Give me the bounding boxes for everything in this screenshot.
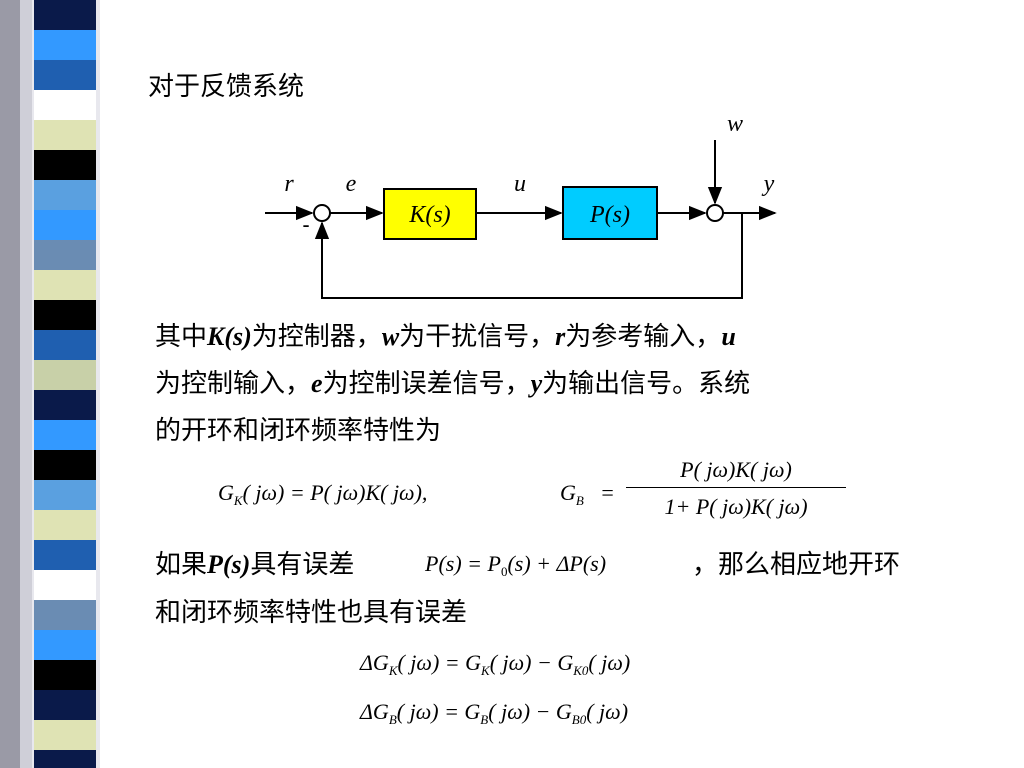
stripe-block bbox=[34, 600, 96, 634]
stripe-block bbox=[34, 660, 96, 694]
var-ks: K(s) bbox=[207, 322, 252, 351]
stripe-block bbox=[34, 60, 96, 94]
text: 具有误差 bbox=[250, 550, 355, 580]
stripe-block bbox=[34, 750, 96, 768]
stripe-block bbox=[34, 330, 96, 364]
stripe-block bbox=[34, 690, 96, 724]
text: 为控制误差信号， bbox=[322, 369, 531, 399]
stripe-block bbox=[34, 240, 96, 274]
text: ( jω) − G bbox=[489, 650, 574, 675]
stripe-block bbox=[34, 300, 96, 334]
var-r: r bbox=[555, 322, 566, 351]
text: 为参考输入， bbox=[565, 322, 722, 352]
block-label-p: P(s) bbox=[589, 202, 630, 228]
error-rhs: (s) + ΔP(s) bbox=[507, 551, 607, 576]
signal-label-r: r bbox=[284, 171, 294, 197]
gk-subscript: K bbox=[233, 493, 243, 508]
error-model-formula: P(s) = P0(s) + ΔP(s) bbox=[425, 551, 606, 580]
text: ( jω) = G bbox=[397, 650, 482, 675]
para1-line2: 为控制输入，e为控制误差信号，y为输出信号。系统 bbox=[155, 369, 750, 399]
stripe-block bbox=[34, 390, 96, 424]
summing-junction-1 bbox=[313, 204, 331, 222]
stripe-block bbox=[34, 180, 96, 214]
var-ps: P(s) bbox=[207, 550, 251, 579]
text: 为控制器， bbox=[251, 322, 382, 352]
stripe-block bbox=[34, 570, 96, 604]
stripe-block bbox=[34, 90, 96, 124]
formula-delta-gb: ΔGB( jω) = GB( jω) − GB0( jω) bbox=[360, 699, 628, 728]
text: 其中 bbox=[155, 322, 208, 352]
para2-line1-tail: ，那么相应地开环 bbox=[692, 550, 901, 580]
summing-junction-2 bbox=[706, 204, 724, 222]
formula-closed-loop-lhs: GB = bbox=[560, 480, 614, 509]
stripe-block bbox=[34, 210, 96, 244]
stripe-block bbox=[34, 30, 96, 64]
text: 为输出信号。系统 bbox=[542, 369, 751, 399]
gb-subscript: B bbox=[575, 493, 584, 508]
equals-sign: = bbox=[601, 480, 614, 505]
text: ( jω) bbox=[588, 650, 631, 675]
formula-closed-loop-fraction: P( jω)K( jω) 1+ P( jω)K( jω) bbox=[626, 457, 846, 520]
stripe-block bbox=[34, 420, 96, 454]
text: 如果 bbox=[155, 550, 208, 580]
signal-label-u: u bbox=[514, 171, 526, 197]
error-sub: 0 bbox=[500, 564, 508, 579]
signal-label-w: w bbox=[727, 111, 743, 137]
stripe-block bbox=[34, 270, 96, 304]
stripe-block bbox=[34, 480, 96, 514]
stripe-block bbox=[34, 720, 96, 754]
var-e: e bbox=[311, 369, 323, 398]
slide-heading: 对于反馈系统 bbox=[148, 72, 305, 102]
sub: B0 bbox=[571, 712, 587, 727]
para1-line3: 的开环和闭环频率特性为 bbox=[155, 416, 442, 446]
stripe-block bbox=[34, 630, 96, 664]
fraction-numerator: P( jω)K( jω) bbox=[680, 457, 792, 482]
gk-symbol: G bbox=[218, 480, 234, 505]
sub: K bbox=[481, 663, 490, 678]
var-y: y bbox=[530, 369, 543, 398]
gb-symbol: G bbox=[560, 480, 576, 505]
text: 为控制输入， bbox=[155, 369, 312, 399]
stripe-block bbox=[34, 120, 96, 154]
sub: B bbox=[480, 712, 489, 727]
stripe-block bbox=[34, 150, 96, 184]
stripe-block bbox=[34, 450, 96, 484]
text: ( jω) bbox=[586, 699, 629, 724]
para1-line1: 其中K(s)为控制器，w为干扰信号，r为参考输入，u bbox=[155, 322, 736, 352]
sub: K0 bbox=[573, 663, 589, 678]
gk-rhs: ( jω) = P( jω)K( jω), bbox=[242, 480, 428, 505]
block-label-k: K(s) bbox=[408, 202, 450, 228]
formula-delta-gk: ΔGK( jω) = GK( jω) − GK0( jω) bbox=[360, 650, 630, 679]
stripe-block bbox=[34, 360, 96, 394]
fraction-bar bbox=[626, 487, 846, 488]
controller-block bbox=[383, 188, 477, 240]
dgk: ΔG bbox=[360, 650, 389, 675]
formula-open-loop: GK( jω) = P( jω)K( jω), bbox=[218, 480, 427, 509]
sub: K bbox=[388, 663, 398, 678]
text: ( jω) = G bbox=[396, 699, 481, 724]
stripe-block bbox=[34, 540, 96, 574]
feedback-path bbox=[314, 213, 743, 299]
signal-label-y: y bbox=[762, 171, 775, 197]
stripe-block bbox=[34, 0, 96, 34]
sub: B bbox=[388, 712, 397, 727]
stripe-block bbox=[34, 510, 96, 544]
text: 为干扰信号， bbox=[399, 322, 556, 352]
signal-label-e: e bbox=[346, 171, 357, 197]
text: ( jω) − G bbox=[488, 699, 572, 724]
para2-line2: 和闭环频率特性也具有误差 bbox=[155, 598, 468, 628]
decorative-stripe bbox=[0, 0, 140, 768]
dgb: ΔG bbox=[360, 699, 389, 724]
fraction-denominator: 1+ P( jω)K( jω) bbox=[664, 494, 808, 519]
var-u: u bbox=[721, 322, 736, 351]
para2-line1: 如果P(s)具有误差 bbox=[155, 550, 354, 580]
var-w: w bbox=[381, 322, 400, 351]
minus-sign: - bbox=[302, 212, 309, 237]
error-lhs: P(s) = P bbox=[425, 551, 501, 576]
